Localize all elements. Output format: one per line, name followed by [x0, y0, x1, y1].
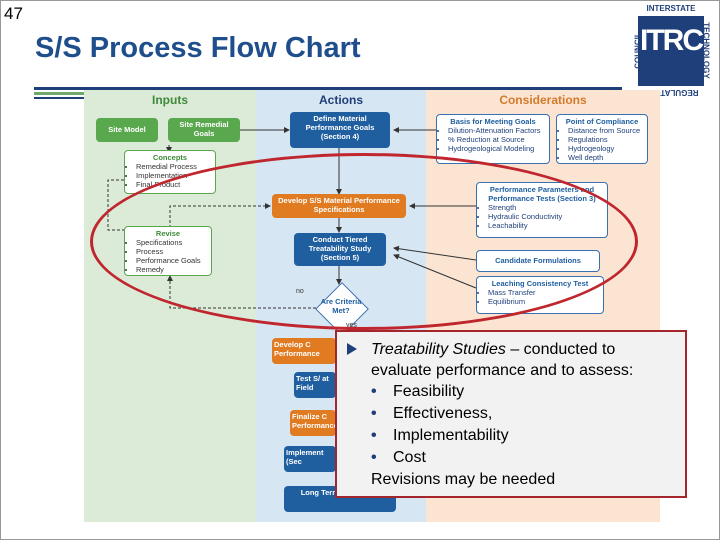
callout-bullet: Feasibility [371, 381, 675, 403]
callout-bullet: Effectiveness, [371, 403, 675, 425]
callout-lead-italic: Treatability Studies [371, 341, 506, 358]
itrc-logo: INTERSTATE COUNCIL TECHNOLOGY ITRC REGUL… [624, 2, 718, 102]
compliance-title: Point of Compliance [565, 117, 639, 126]
basis-item: Dilution-Attenuation Factors [448, 126, 546, 135]
logo-box [638, 16, 704, 86]
test-field-box: Test S/ at Field [294, 372, 336, 398]
basis-item: Hydrogeological Modeling [448, 144, 546, 153]
site-model-box: Site Model [96, 118, 158, 142]
site-remedial-goals-box: Site Remedial Goals [168, 118, 240, 142]
compliance-item: Distance from Source [568, 126, 644, 135]
callout-line2: evaluate performance and to assess: [371, 362, 634, 379]
define-goals-box: Define Material Performance Goals (Secti… [290, 112, 390, 148]
callout-bullet-list: Feasibility Effectiveness, Implementabil… [347, 381, 675, 469]
callout-bullet: Cost [371, 447, 675, 469]
compliance-item: Hydrogeology [568, 144, 644, 153]
compliance-item: Regulations [568, 135, 644, 144]
slide-number: 47 [4, 4, 23, 23]
concepts-item: Implementation [136, 171, 212, 180]
arrow-bullet-icon [347, 343, 357, 355]
compliance-item: Well depth [568, 153, 644, 162]
basis-item: % Reduction at Source [448, 135, 546, 144]
implement-box: Implement (Sec [284, 446, 336, 472]
compliance-box: Point of Compliance Distance from Source… [556, 114, 648, 164]
arrow-concepts-to-revise [107, 179, 124, 231]
concepts-title: Concepts [152, 153, 188, 162]
logo-text-top: INTERSTATE [646, 4, 696, 13]
logo-letters: ITRC [640, 24, 704, 57]
title-divider [34, 87, 622, 90]
slide-title: S/S Process Flow Chart [35, 32, 361, 64]
inputs-header: Inputs [152, 93, 188, 107]
finalize-box: Finalize C Performance [290, 410, 338, 436]
callout-closing: Revisions may be needed [371, 471, 556, 488]
basis-box: Basis for Meeting Goals Dilution-Attenua… [436, 114, 550, 164]
callout-bullet: Implementability [371, 425, 675, 447]
actions-header: Actions [318, 93, 363, 107]
considerations-header: Considerations [499, 93, 587, 107]
treatability-callout: Treatability Studies – conducted to eval… [335, 330, 687, 498]
callout-lead: Treatability Studies – conducted to [347, 339, 675, 360]
callout-lead-rest: – conducted to [505, 341, 616, 358]
concepts-item: Remedial Process [136, 162, 212, 171]
basis-title: Basis for Meeting Goals [450, 117, 536, 126]
highlight-ellipse [90, 153, 638, 330]
develop-construction-box: Develop C Performance [272, 338, 336, 364]
